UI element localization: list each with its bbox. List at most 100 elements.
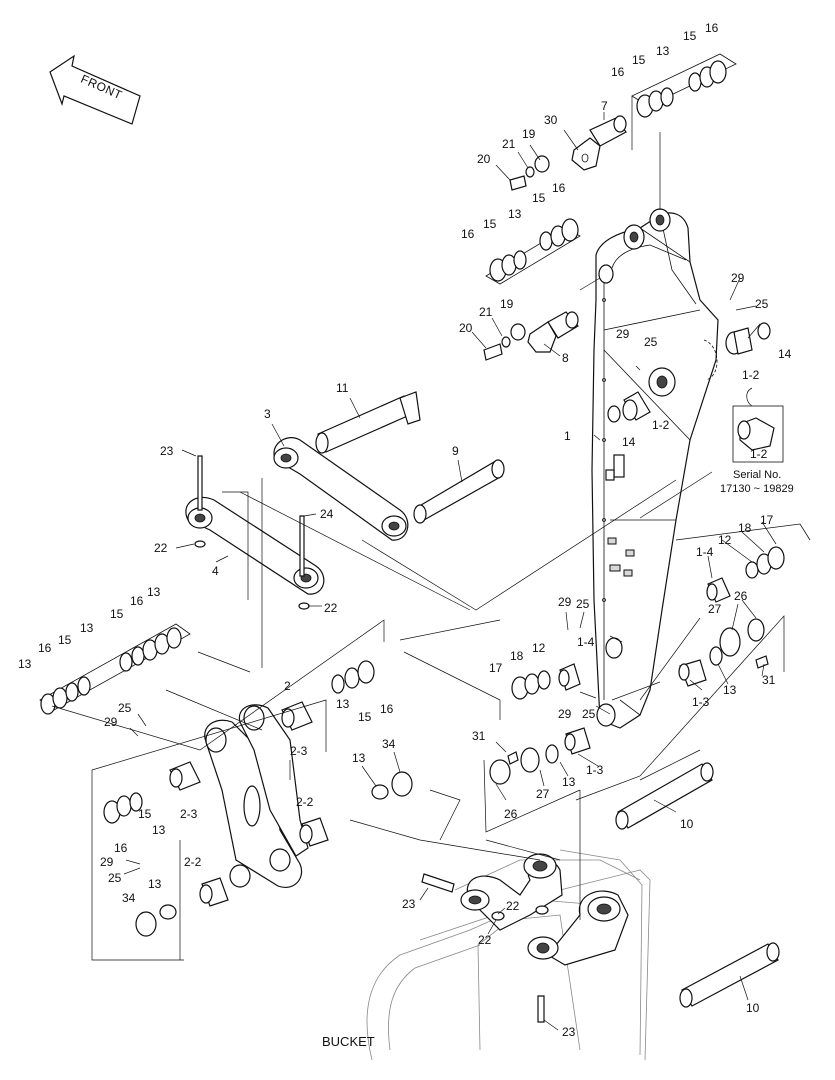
pin-10-upper [615,762,714,830]
callout: 27 [708,602,722,616]
shim-stack-left [39,623,191,715]
callout: 29 [100,855,114,869]
callout: 24 [320,507,334,521]
washer-21-mid [501,336,511,348]
callout: 2-3 [180,807,198,821]
bucket-bracket-left [460,853,563,931]
bolt-23-bottom [537,995,545,1023]
callout: 14 [622,435,636,449]
callout: 10 [680,817,694,831]
callout: 26 [734,589,748,603]
callout: 19 [522,127,536,141]
callout: 1-2 [652,418,670,432]
callout: 18 [738,521,752,535]
callout: 15 [483,217,497,231]
callout: 30 [544,113,558,127]
callout: 12 [718,533,732,547]
serial-title: Serial No. [733,469,781,481]
callout: 13 [656,44,670,58]
right-side-parts [675,523,811,687]
nut-22-lower [298,602,310,610]
bolt-23-left [421,873,455,893]
callout: 16 [461,227,475,241]
inset-part-label: 1-2 [750,447,768,461]
callout: 15 [58,633,72,647]
callout: 25 [118,701,132,715]
callout: 15 [138,807,152,821]
arm-assembly [591,208,719,729]
callout: 1-3 [692,695,710,709]
callout: 23 [160,444,174,458]
middle-bottom-parts [489,663,591,785]
grouping-lines [51,96,785,961]
callout: 25 [108,871,122,885]
callout: 2-2 [184,855,202,869]
pin-10-lower [679,942,780,1008]
callout: 15 [683,29,697,43]
bolt-20-top [509,175,527,191]
callout: 13 [352,751,366,765]
callout: 1-4 [577,635,595,649]
callout: 22 [154,541,168,555]
callout: 15 [358,710,372,724]
callout: 29 [558,595,572,609]
callout: 13 [723,683,737,697]
callout: 19 [500,297,514,311]
callout: 16 [38,641,52,655]
callout: 17 [489,661,503,675]
callout: 13 [18,657,32,671]
callout: 16 [380,702,394,716]
callout: 15 [632,53,646,67]
callout: 16 [611,65,625,79]
callout: 16 [130,594,144,608]
callout: 13 [152,823,166,837]
callout: 22 [324,601,338,615]
callout: 15 [532,191,546,205]
callout: 29 [616,327,630,341]
callout: 2-3 [290,744,308,758]
callout: 18 [510,649,524,663]
bucket-label: BUCKET [322,1034,375,1049]
callout: 22 [478,933,492,947]
callout: 4 [212,564,219,578]
callout: 25 [582,707,596,721]
callout: 11 [336,381,349,395]
callout: 34 [122,891,136,905]
washer-21-top [525,166,535,178]
bolt-20-mid [483,343,503,361]
callout: 16 [114,841,128,855]
pin-9 [413,459,505,524]
callout: 9 [452,444,459,458]
callout: 2 [284,679,291,693]
bushing-2-2 [199,817,329,907]
link-4 [185,496,325,595]
callout: 2-2 [296,795,314,809]
callout: 13 [148,877,162,891]
serial-range: 17130 ~ 19829 [720,483,794,495]
callout: 15 [110,607,124,621]
pin-11 [315,391,421,454]
callout: 23 [562,1025,576,1039]
callout: 1-4 [696,545,714,559]
callout: 29 [104,715,118,729]
shims-link-2 [103,660,389,920]
callout: 14 [778,347,792,361]
snap-ring-34-left [135,911,157,937]
bushing-1-2 [622,327,753,421]
bushing-2-3 [169,701,313,791]
bucket-outline [366,849,651,1061]
callout-leaders [123,112,777,1031]
shim-stack-top [631,53,737,118]
callout: 20 [477,152,491,166]
nut-22-upper [194,540,206,548]
callout: 25 [576,597,590,611]
washer-19-mid [510,323,526,341]
callout: 31 [472,729,486,743]
nut-22-bucket-a [491,911,505,921]
callout: 8 [562,351,569,365]
callout: 10 [746,1001,760,1015]
callout: 13 [336,697,350,711]
callout: 1-3 [586,763,604,777]
serial-inset: 1-2 Serial No. 17130 ~ 19829 [720,387,794,495]
link-2 [204,704,309,888]
